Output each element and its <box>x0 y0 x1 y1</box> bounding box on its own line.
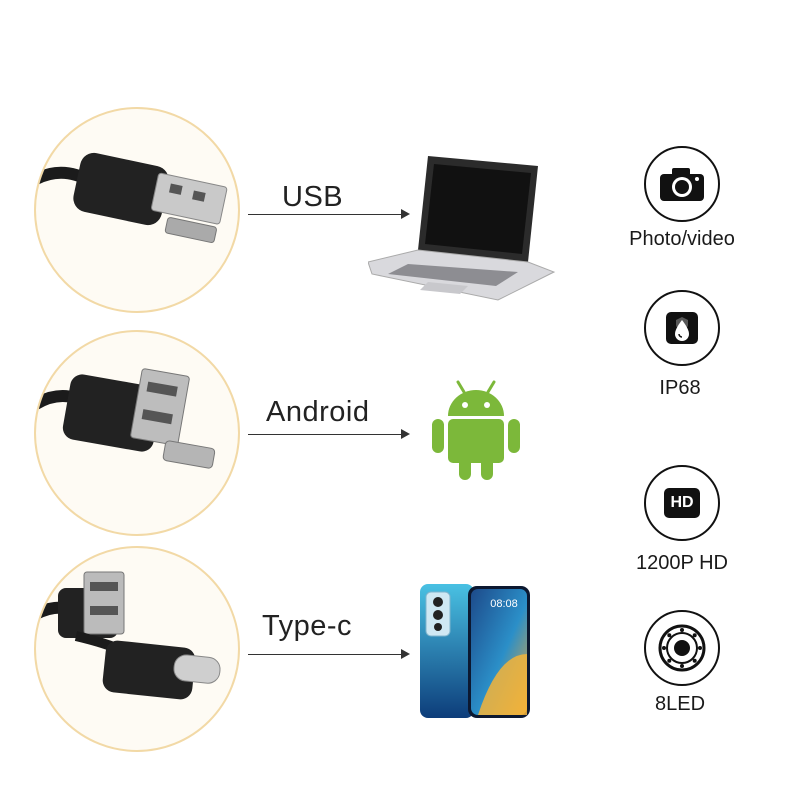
usb-connector-image <box>34 107 240 313</box>
android-connector-image <box>34 330 240 536</box>
type-c-label: Type-c <box>262 610 353 642</box>
waterproof-icon <box>644 290 720 366</box>
1200p-hd-label: 1200P HD <box>636 552 728 574</box>
phone-screen-time: 08:08 <box>490 598 518 610</box>
android-arrow <box>248 429 410 439</box>
hd-glyph: HD <box>664 488 700 518</box>
ip68-label: IP68 <box>659 377 701 399</box>
android-label: Android <box>266 396 370 428</box>
laptop-icon <box>367 154 558 307</box>
camera-icon <box>644 146 720 222</box>
led-ring-icon <box>644 610 720 686</box>
smartphone-icon: 08:08 <box>418 584 534 725</box>
8led-label: 8LED <box>654 693 706 715</box>
type-c-arrow <box>248 649 410 659</box>
usb-arrow <box>248 209 410 219</box>
usb-label: USB <box>282 181 344 213</box>
photo-video-label: Photo/video <box>629 228 735 250</box>
type-c-connector-image <box>34 546 240 752</box>
android-robot-icon <box>430 378 522 485</box>
hd-icon: HD <box>644 465 720 541</box>
